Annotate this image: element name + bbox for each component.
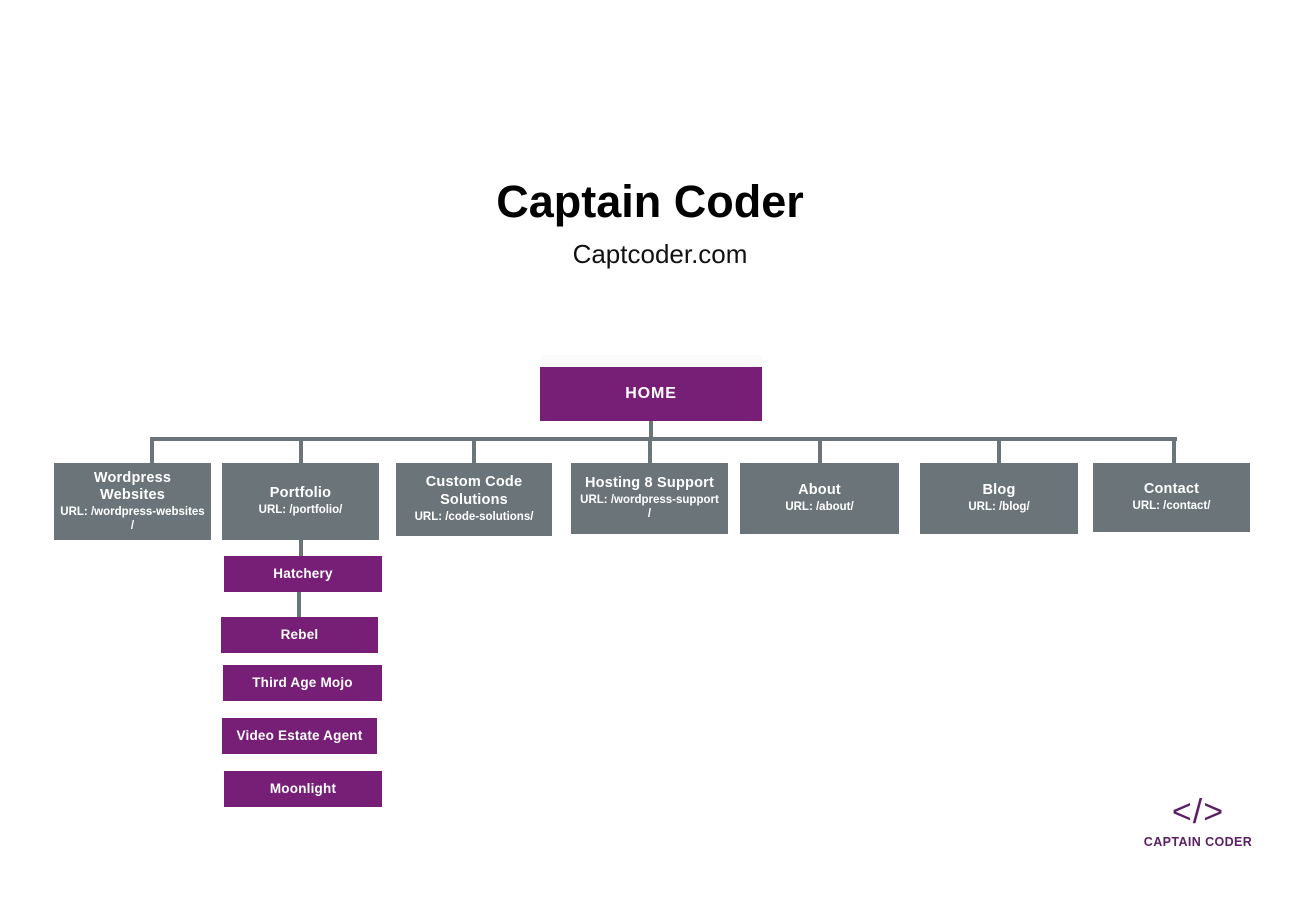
- node-moonlight[interactable]: Moonlight: [224, 771, 382, 807]
- node-wordpress-websites[interactable]: Wordpress Websites URL: /wordpress-websi…: [54, 463, 211, 540]
- node-video-estate-agent[interactable]: Video Estate Agent: [222, 718, 377, 754]
- node-rebel[interactable]: Rebel: [221, 617, 378, 653]
- node-portfolio-url: URL: /portfolio/: [258, 504, 343, 517]
- page-title: Captain Coder: [496, 176, 804, 227]
- captain-coder-logo: </> CAPTAIN CODER: [1128, 795, 1268, 849]
- node-about-label: About: [798, 482, 841, 499]
- node-third-age-mojo[interactable]: Third Age Mojo: [223, 665, 382, 701]
- node-custom-code-solutions[interactable]: Custom Code Solutions URL: /code-solutio…: [396, 463, 552, 536]
- node-wordpress-websites-label: Wordpress Websites: [93, 469, 172, 503]
- node-wordpress-websites-url: URL: /wordpress-websites /: [60, 505, 205, 532]
- node-portfolio-label: Portfolio: [269, 485, 332, 502]
- node-blog[interactable]: Blog URL: /blog/: [920, 463, 1078, 534]
- node-blog-label: Blog: [982, 482, 1016, 499]
- node-hatchery-label: Hatchery: [273, 566, 333, 582]
- node-moonlight-label: Moonlight: [269, 781, 337, 797]
- node-third-age-mojo-label: Third Age Mojo: [252, 675, 353, 691]
- node-portfolio[interactable]: Portfolio URL: /portfolio/: [222, 463, 379, 540]
- node-contact-label: Contact: [1143, 481, 1200, 498]
- home-node-halo: [540, 355, 762, 369]
- node-about-url: URL: /about/: [785, 501, 854, 514]
- connector-drop-blog: [997, 437, 1001, 463]
- page-subtitle: Captcoder.com: [572, 239, 748, 270]
- connector-home-stub: [649, 421, 653, 439]
- code-brackets-icon: </>: [1171, 793, 1225, 831]
- connector-hatchery-to-rebel: [297, 592, 301, 617]
- connector-drop-custom-code-solutions: [472, 437, 476, 463]
- connector-drop-hosting-support: [648, 437, 652, 463]
- connector-drop-about: [818, 437, 822, 463]
- node-blog-url: URL: /blog/: [968, 501, 1030, 514]
- node-home[interactable]: HOME: [540, 367, 762, 421]
- connector-portfolio-to-hatchery: [299, 540, 303, 557]
- node-rebel-label: Rebel: [280, 627, 319, 643]
- node-home-label: HOME: [625, 384, 677, 402]
- connector-drop-contact: [1172, 437, 1176, 463]
- page-header: Captain Coder Captcoder.com: [0, 178, 1300, 270]
- node-about[interactable]: About URL: /about/: [740, 463, 899, 534]
- node-hosting-support[interactable]: Hosting 8 Support URL: /wordpress-suppor…: [571, 463, 728, 534]
- node-video-estate-agent-label: Video Estate Agent: [236, 728, 363, 744]
- node-hatchery[interactable]: Hatchery: [224, 556, 382, 592]
- connector-drop-wordpress-websites: [150, 437, 154, 463]
- node-contact[interactable]: Contact URL: /contact/: [1093, 463, 1250, 532]
- node-hosting-support-url: URL: /wordpress-support /: [580, 494, 719, 521]
- node-contact-url: URL: /contact/: [1132, 500, 1211, 513]
- node-custom-code-solutions-label: Custom Code Solutions: [425, 474, 523, 508]
- connector-drop-portfolio: [299, 437, 303, 463]
- connector-bus-horizontal: [152, 437, 1177, 441]
- logo-wordmark: CAPTAIN CODER: [1143, 835, 1253, 849]
- node-custom-code-solutions-url: URL: /code-solutions/: [414, 510, 534, 523]
- node-hosting-support-label: Hosting 8 Support: [584, 475, 715, 492]
